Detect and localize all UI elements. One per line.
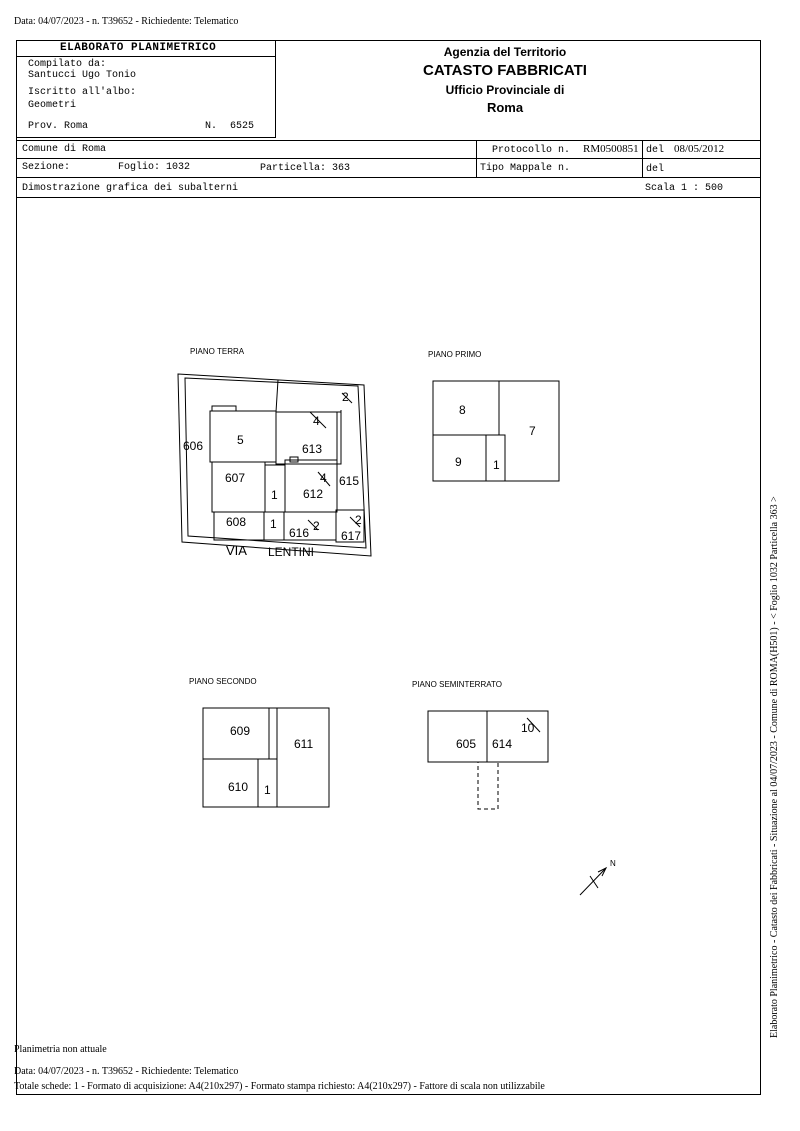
unit-label: 613	[302, 442, 323, 456]
particella-value: Particella: 363	[260, 163, 351, 174]
top-request-note: Data: 04/07/2023 - n. T39652 - Richieden…	[14, 16, 239, 27]
terra-room-607	[211, 461, 266, 513]
unit-label: 2	[342, 390, 349, 404]
agency-name: Agenzia del Territorio	[443, 45, 567, 59]
side-caption: Elaborato Planimetrico - Catasto dei Fab…	[769, 496, 780, 1038]
piano-secondo-title: PIANO SECONDO	[189, 677, 257, 686]
unit-label: 5	[237, 433, 244, 447]
sezione-label: Sezione:	[22, 162, 71, 173]
terra-outer-wall	[177, 373, 372, 557]
unit-label: 9	[455, 455, 462, 469]
unit-label: 609	[230, 724, 251, 738]
unit-label: 2	[313, 519, 320, 533]
unit-label: 606	[183, 439, 204, 453]
del2-label: del	[646, 164, 665, 175]
unit-label: 608	[226, 515, 247, 529]
piano-primo-plan	[432, 380, 560, 482]
unit-label: 1	[264, 783, 271, 797]
unit-label: 610	[228, 780, 249, 794]
street-label: LENTINI	[268, 545, 315, 559]
unit-label: 611	[294, 737, 314, 751]
del-value: 08/05/2012	[674, 143, 725, 155]
page-frame	[16, 40, 761, 1095]
registered-value: Geometri	[28, 100, 77, 111]
unit-label: 616	[289, 526, 310, 540]
protocollo-label: Protocollo n.	[492, 145, 571, 156]
unit-label: 10	[521, 721, 535, 735]
unit-label: 615	[339, 474, 360, 488]
unit-label: 1	[270, 517, 277, 531]
unit-label: 607	[225, 471, 246, 485]
catasto-title: CATASTO FABBRICATI	[423, 62, 587, 79]
office-name: Ufficio Provinciale di	[445, 83, 565, 97]
terra-inner-wall	[184, 377, 367, 549]
n-value: 6525	[230, 121, 255, 132]
footer-format-line: Totale schede: 1 - Formato di acquisizio…	[14, 1081, 545, 1092]
piano-terra-plan	[177, 373, 372, 557]
unit-label: 612	[303, 487, 324, 501]
unit-label: 605	[456, 737, 477, 751]
registered-label: Iscritto all'albo:	[28, 87, 137, 98]
north-label: N	[610, 859, 616, 868]
protocollo-value: RM0500851	[583, 143, 639, 155]
info-divider	[476, 140, 477, 177]
title-underline	[16, 56, 276, 57]
province-label: Prov. Roma	[28, 121, 89, 132]
foglio-value: Foglio: 1032	[118, 162, 191, 173]
tipo-mappale-label: Tipo Mappale n.	[480, 163, 571, 174]
dimostrazione-rule	[16, 197, 761, 198]
unit-label: 614	[492, 737, 513, 751]
north-arrow-icon	[579, 866, 608, 896]
info-top-rule	[16, 140, 761, 141]
piano-seminterrato-plan	[427, 710, 549, 810]
footer-request-line: Data: 04/07/2023 - n. T39652 - Richieden…	[14, 1066, 239, 1077]
unit-label: 617	[341, 529, 362, 543]
n-label: N.	[205, 121, 218, 132]
street-label: VIA	[226, 543, 247, 558]
office-city: Roma	[486, 100, 524, 115]
unit-label: 1	[493, 458, 500, 472]
date-divider	[642, 140, 643, 177]
terra-room-612	[284, 459, 338, 513]
header-left-box	[16, 40, 276, 138]
piano-seminterrato-title: PIANO SEMINTERRATO	[412, 680, 502, 689]
unit-label: 4	[320, 471, 327, 485]
unit-label: 2	[355, 513, 362, 527]
unit-label: 8	[459, 403, 466, 417]
del-label: del	[646, 145, 665, 156]
unit-label: 4	[313, 414, 320, 428]
compiled-name: Santucci Ugo Tonio	[28, 70, 137, 81]
comune-label: Comune di Roma	[22, 144, 107, 155]
unit-label: 7	[529, 424, 536, 438]
scale-label: Scala 1 : 500	[645, 183, 724, 194]
piano-primo-title: PIANO PRIMO	[428, 350, 482, 359]
doc-title: ELABORATO PLANIMETRICO	[60, 42, 217, 54]
info-mid-rule	[16, 158, 761, 159]
unit-label: 1	[271, 488, 278, 502]
not-current-note: Planimetria non attuale	[14, 1044, 107, 1055]
terra-room-613	[275, 411, 342, 465]
piano-secondo-plan	[202, 707, 330, 808]
piano-terra-title: PIANO TERRA	[190, 347, 245, 356]
info-bottom-rule	[16, 177, 761, 178]
compiled-label: Compilato da:	[28, 59, 107, 70]
terra-room-617	[335, 509, 365, 543]
dimostrazione-label: Dimostrazione grafica dei subalterni	[22, 183, 239, 194]
